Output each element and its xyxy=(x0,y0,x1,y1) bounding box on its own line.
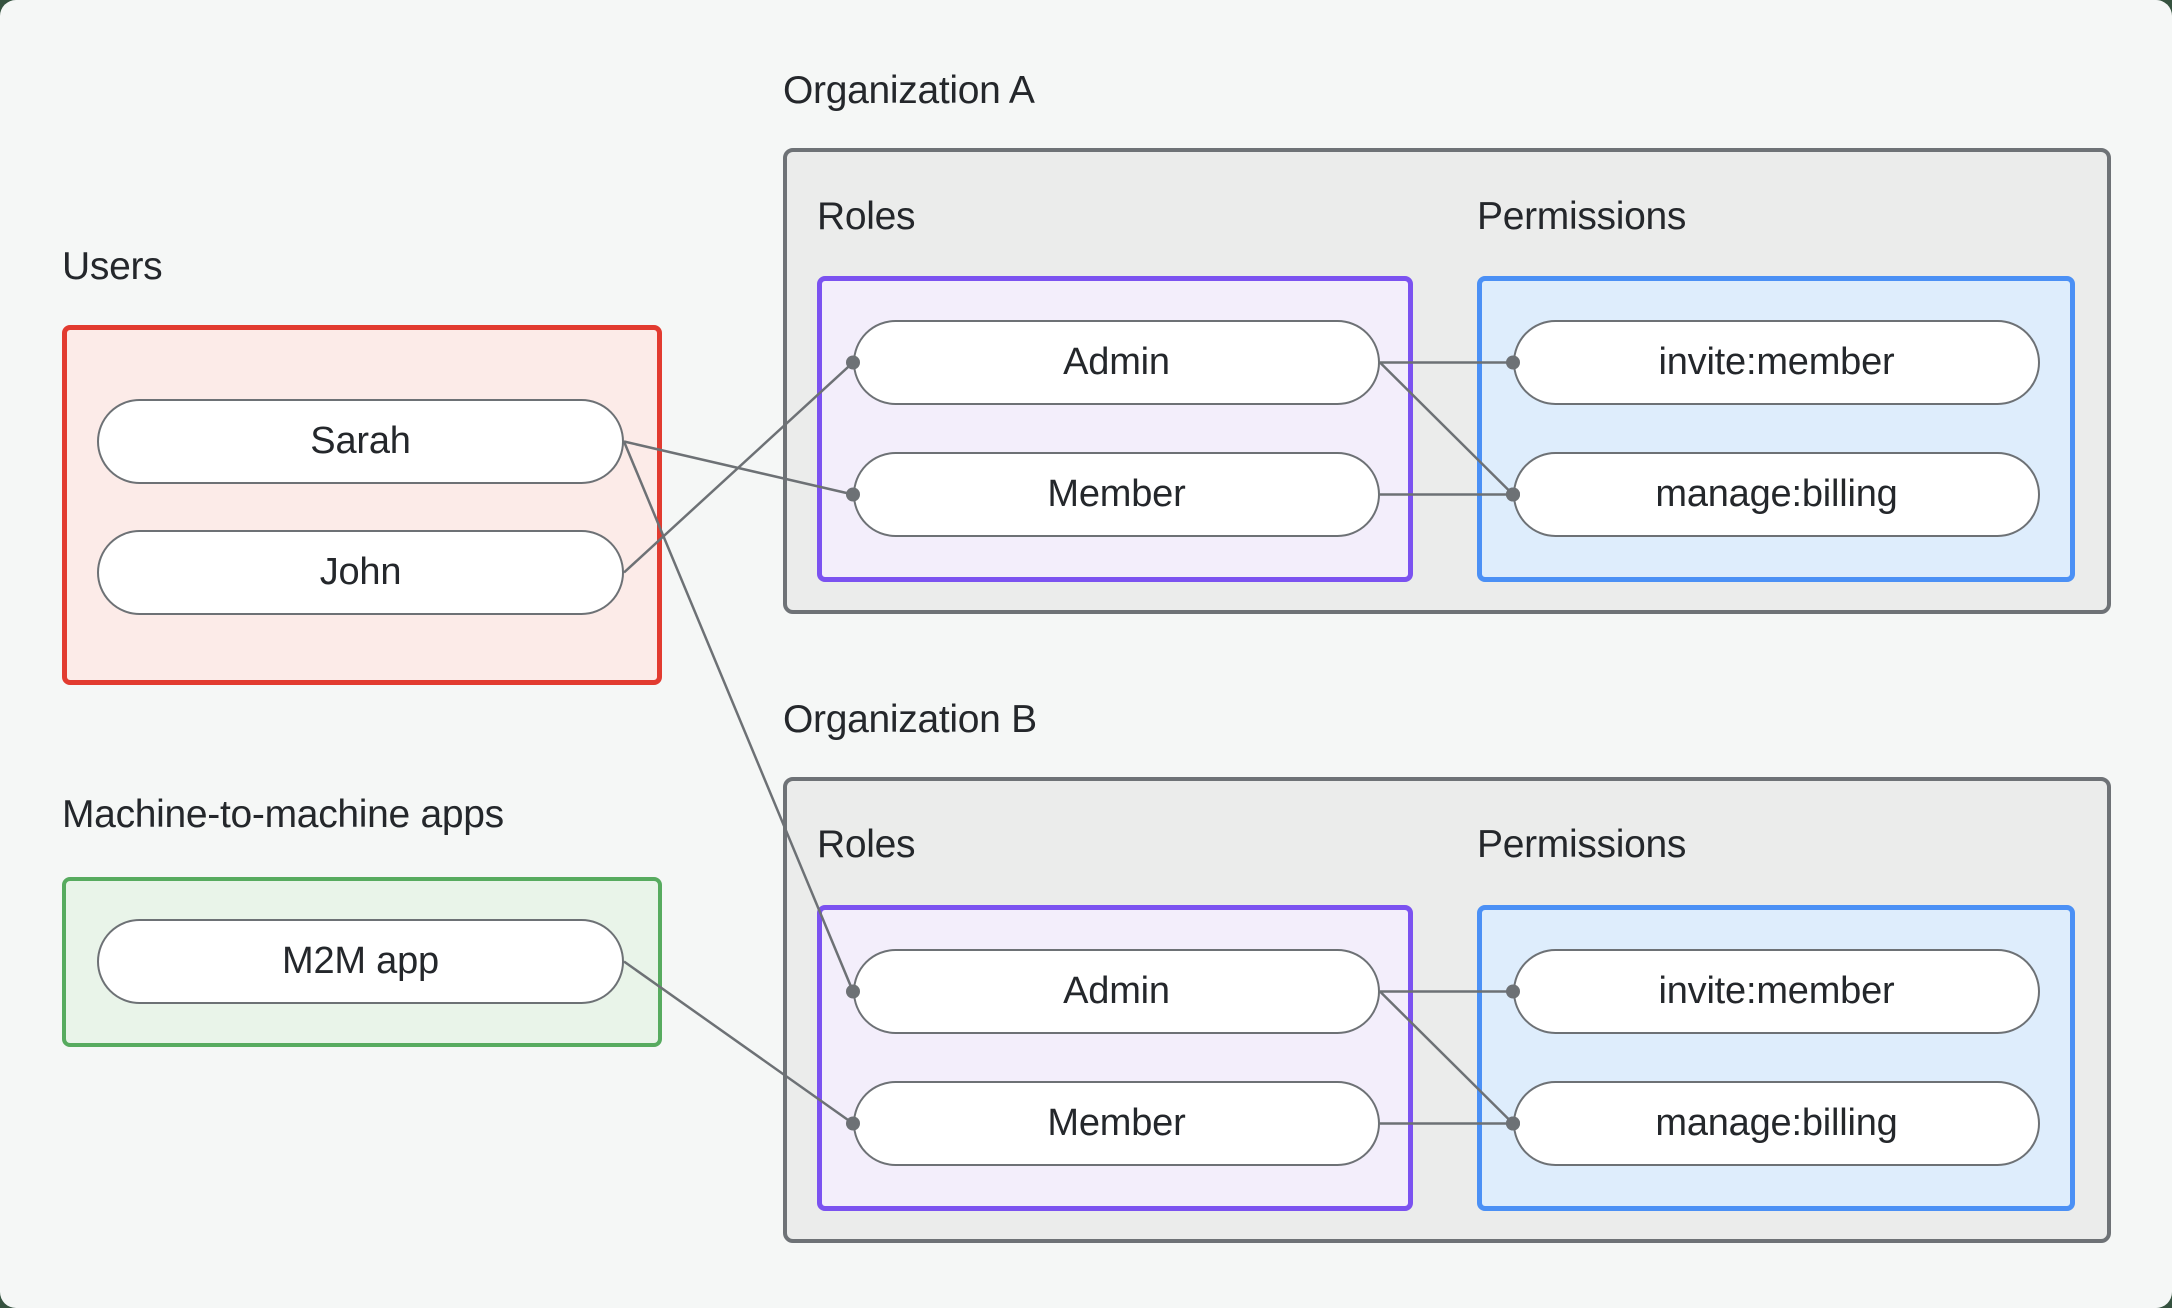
org-b-permission-manage-billing: manage:billing xyxy=(1513,1081,2040,1166)
role-node-label: Admin xyxy=(1063,341,1170,383)
org-b-title: Organization B xyxy=(783,698,1037,741)
users-group-label: Users xyxy=(62,245,163,288)
users-group-box xyxy=(62,325,662,685)
user-node-sarah: Sarah xyxy=(97,399,624,484)
org-a-role-member: Member xyxy=(853,452,1380,537)
org-a-permission-manage-billing: manage:billing xyxy=(1513,452,2040,537)
org-a-permission-invite-member: invite:member xyxy=(1513,320,2040,405)
org-b-role-admin: Admin xyxy=(853,949,1380,1034)
role-node-label: Member xyxy=(1047,1102,1186,1144)
org-a-roles-label: Roles xyxy=(817,195,916,238)
m2m-group-label: Machine-to-machine apps xyxy=(62,793,504,836)
user-node-label: John xyxy=(319,551,402,593)
m2m-node-label: M2M app xyxy=(281,940,439,982)
role-node-label: Admin xyxy=(1063,970,1170,1012)
user-node-label: Sarah xyxy=(310,420,411,462)
org-b-roles-label: Roles xyxy=(817,823,916,866)
m2m-app-node: M2M app xyxy=(97,919,624,1004)
org-a-role-admin: Admin xyxy=(853,320,1380,405)
org-a-title: Organization A xyxy=(783,69,1035,112)
permission-node-label: invite:member xyxy=(1658,341,1895,383)
org-b-permission-invite-member: invite:member xyxy=(1513,949,2040,1034)
org-a-permissions-label: Permissions xyxy=(1477,195,1687,238)
user-node-john: John xyxy=(97,530,624,615)
permission-node-label: manage:billing xyxy=(1655,473,1898,515)
role-node-label: Member xyxy=(1047,473,1186,515)
permission-node-label: manage:billing xyxy=(1655,1102,1898,1144)
org-b-role-member: Member xyxy=(853,1081,1380,1166)
permission-node-label: invite:member xyxy=(1658,970,1895,1012)
org-b-permissions-label: Permissions xyxy=(1477,823,1687,866)
